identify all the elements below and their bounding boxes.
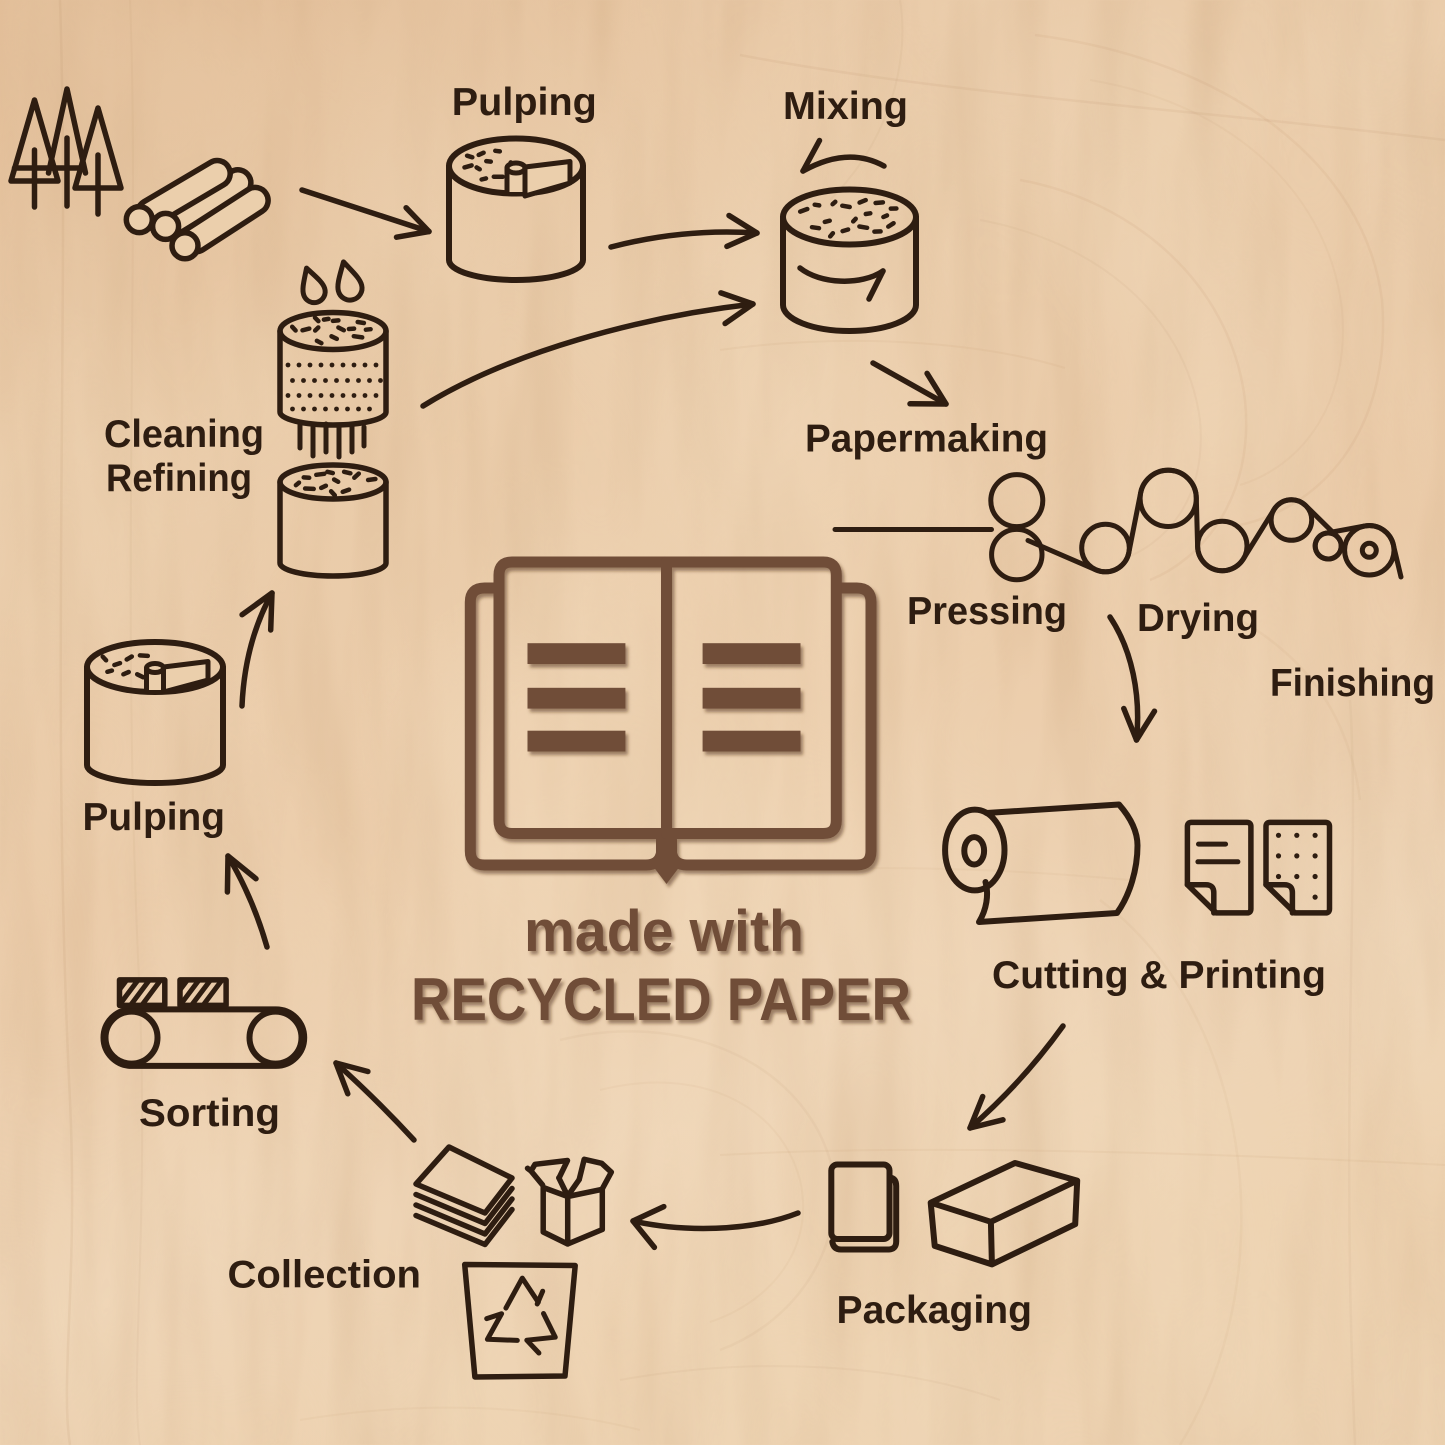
svg-text:Sorting: Sorting xyxy=(139,1092,280,1135)
svg-text:Mixing: Mixing xyxy=(783,85,908,128)
svg-text:Pulping: Pulping xyxy=(452,81,597,124)
svg-text:RECYCLED PAPER: RECYCLED PAPER xyxy=(411,966,911,1033)
svg-text:Pressing: Pressing xyxy=(907,590,1067,633)
svg-text:Drying: Drying xyxy=(1137,597,1259,640)
svg-text:Packaging: Packaging xyxy=(837,1289,1033,1332)
svg-text:Refining: Refining xyxy=(106,457,252,500)
svg-text:Collection: Collection xyxy=(228,1254,422,1297)
svg-text:Pulping: Pulping xyxy=(83,796,226,839)
svg-text:made with: made with xyxy=(524,899,804,964)
svg-text:Finishing: Finishing xyxy=(1270,662,1435,705)
svg-text:Cleaning: Cleaning xyxy=(104,413,264,456)
svg-text:Papermaking: Papermaking xyxy=(805,418,1048,461)
svg-text:Cutting & Printing: Cutting & Printing xyxy=(992,954,1326,997)
